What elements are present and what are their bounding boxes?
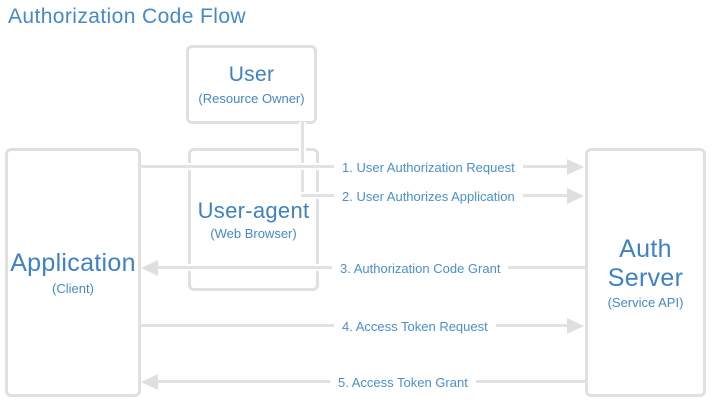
flow-1-arrow-right-icon — [567, 159, 584, 175]
flow-3-label: 3. Authorization Code Grant — [332, 260, 509, 277]
flow-2-arrow-right-icon — [567, 188, 584, 204]
flow-5-arrow-left-icon — [141, 374, 158, 390]
flow-1-label: 1. User Authorization Request — [334, 159, 523, 176]
node-user: User (Resource Owner) — [186, 45, 317, 124]
diagram-title: Authorization Code Flow — [8, 5, 246, 28]
node-application-sublabel: (Client) — [52, 280, 94, 296]
flow-4-label: 4. Access Token Request — [334, 318, 496, 335]
node-application-label: Application — [10, 249, 136, 278]
node-user-agent-label: User-agent — [197, 197, 310, 223]
node-user-label: User — [228, 63, 275, 87]
node-auth-server-label: Auth Server — [607, 234, 684, 292]
node-auth-server: Auth Server (Service API) — [585, 148, 706, 397]
node-user-agent-sublabel: (Web Browser) — [210, 226, 297, 242]
flow-4-arrow-right-icon — [567, 318, 584, 334]
node-application: Application (Client) — [5, 148, 141, 397]
node-user-sublabel: (Resource Owner) — [198, 90, 305, 106]
flow-3-arrow-left-icon — [141, 260, 158, 276]
flow-2-label: 2. User Authorizes Application — [334, 188, 523, 205]
node-auth-server-sublabel: (Service API) — [607, 295, 684, 311]
connector-user-to-user-agent — [299, 122, 306, 198]
flow-5-label: 5. Access Token Grant — [330, 374, 476, 391]
